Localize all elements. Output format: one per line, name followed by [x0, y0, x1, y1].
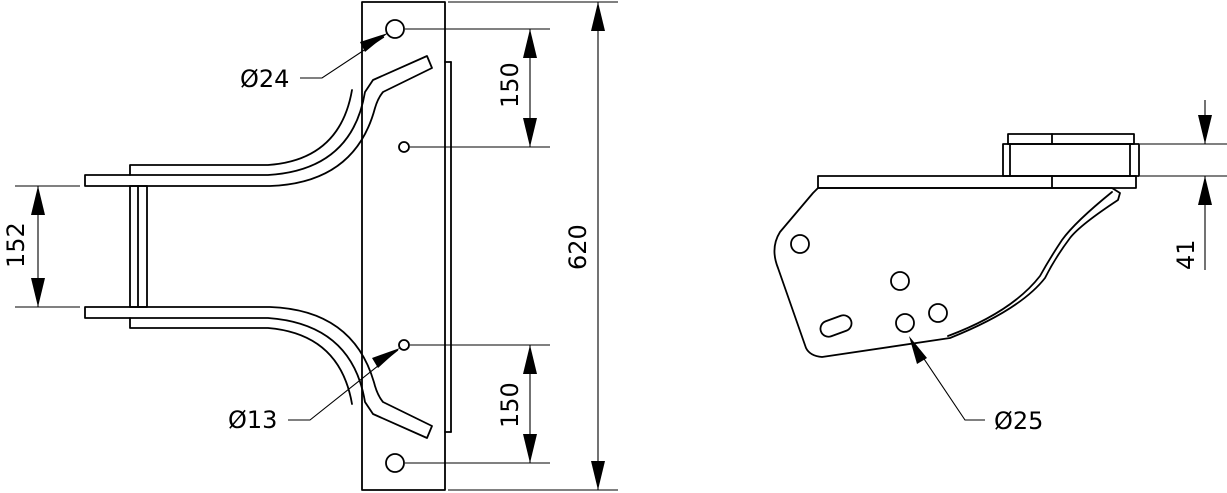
top-hole: [385, 19, 405, 39]
label-upper-spacing: 150: [496, 62, 524, 108]
leader-side-hole: [909, 336, 985, 421]
upper-arm: [84, 55, 433, 187]
bottom-hole: [385, 453, 405, 473]
side-hole-2: [890, 271, 910, 291]
bracket-inner-edge: [947, 191, 1113, 337]
label-lower-spacing: 150: [496, 382, 524, 428]
side-hole-4: [895, 313, 915, 333]
dimension-upper-150: [523, 29, 537, 147]
extension-lines: [15, 1, 618, 491]
dimension-620: [591, 2, 605, 490]
lower-small-hole: [398, 339, 410, 351]
side-hole-3: [928, 303, 948, 323]
clamp-block: [1002, 143, 1140, 177]
upper-arm-inner: [129, 89, 353, 176]
label-arm-gap: 152: [2, 222, 30, 268]
lower-arm: [84, 306, 433, 439]
side-extension-lines: [1140, 143, 1227, 177]
upper-small-hole: [398, 141, 410, 153]
label-total-height: 620: [564, 224, 592, 270]
label-side-height: 41: [1172, 239, 1200, 270]
side-view: [773, 133, 1140, 358]
label-hole-top: Ø24: [240, 65, 289, 93]
mounting-plate: [361, 1, 446, 491]
lower-arm-inner: [129, 317, 353, 405]
leader-top-hole: [300, 33, 388, 79]
top-bar: [817, 175, 1137, 189]
leader-bottom-hole: [288, 348, 400, 421]
dimension-41: [1198, 100, 1212, 270]
dimension-152: [31, 186, 45, 307]
clamp-cap: [1007, 133, 1135, 145]
dimension-lower-150: [523, 345, 537, 463]
label-hole-bottom: Ø13: [228, 406, 277, 434]
label-side-hole: Ø25: [994, 407, 1043, 435]
slot-hole: [819, 314, 853, 338]
front-view: [84, 1, 452, 491]
side-hole-1: [790, 234, 810, 254]
bracket-plate: [773, 187, 1121, 358]
